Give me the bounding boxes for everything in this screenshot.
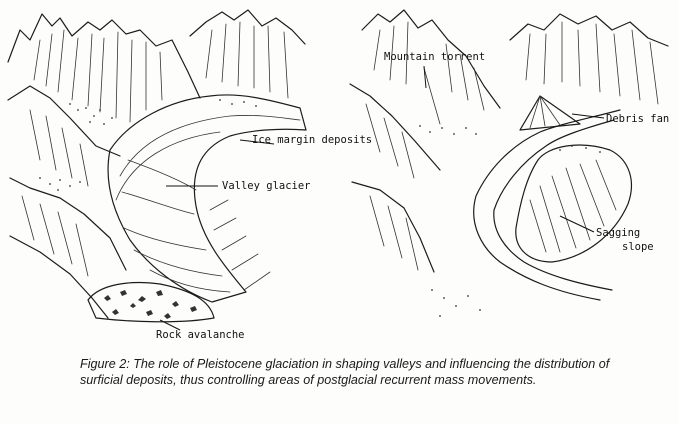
left-lower-slope bbox=[7, 85, 121, 157]
ice-margin-leader bbox=[239, 139, 275, 145]
valley-glacier-outline bbox=[107, 94, 307, 303]
glacier-flow-line bbox=[149, 269, 231, 293]
mountain-torrent-leader bbox=[423, 65, 427, 89]
glacier-flow-line bbox=[127, 159, 197, 191]
sagging-slope-label-line2: slope bbox=[622, 241, 654, 253]
ice-margin-label: Ice margin deposits bbox=[252, 134, 372, 146]
mountain-torrent-channel bbox=[423, 67, 441, 125]
sagging-slope-mass bbox=[515, 144, 632, 263]
left-panel-sketch: Ice margin deposits Valley glacier Rock … bbox=[7, 9, 372, 341]
glacier-flow-line bbox=[123, 227, 207, 251]
sagging-slope-hatching bbox=[529, 159, 617, 253]
river-bank bbox=[493, 119, 615, 291]
rock-avalanche-leader bbox=[159, 319, 181, 331]
left-foreground-slope bbox=[9, 235, 109, 319]
left-mountain-ridge bbox=[7, 13, 201, 99]
debris-fan-label: Debris fan bbox=[606, 113, 669, 125]
left-valley-side bbox=[9, 177, 127, 271]
right-mountain-ridge-left-panel bbox=[189, 9, 306, 45]
glacier-flow-line bbox=[115, 131, 221, 201]
figure-illustration: Ice margin deposits Valley glacier Rock … bbox=[7, 9, 669, 341]
ice-margin-deposit-stipple bbox=[39, 99, 257, 191]
right-mountain-hatching bbox=[365, 21, 659, 271]
debris-fan-leader bbox=[571, 113, 605, 119]
right-panel-right-ridge bbox=[509, 13, 669, 47]
right-panel-left-slope bbox=[349, 83, 441, 171]
river-channel bbox=[473, 109, 621, 301]
glacier-flow-line bbox=[121, 191, 195, 215]
left-mountain-hatching bbox=[21, 21, 289, 291]
sagging-slope-label-line1: Sagging bbox=[596, 227, 640, 239]
right-panel-sketch: Mountain torrent Debris fan Sagging slop… bbox=[349, 9, 669, 317]
valley-glacier-label: Valley glacier bbox=[222, 180, 311, 192]
glacier-flow-line bbox=[133, 249, 223, 277]
figure-caption: Figure 2: The role of Pleistocene glacia… bbox=[80, 357, 610, 387]
right-panel-gully-side bbox=[351, 181, 435, 273]
debris-fan-hatching bbox=[529, 95, 561, 129]
glacier-flow-line bbox=[119, 115, 301, 177]
sagging-slope-leader bbox=[559, 215, 595, 233]
rock-avalanche-label: Rock avalanche bbox=[156, 329, 245, 341]
right-panel-stipple bbox=[419, 125, 601, 317]
rock-avalanche-debris bbox=[87, 281, 215, 323]
debris-fan bbox=[519, 95, 581, 131]
mountain-torrent-label: Mountain torrent bbox=[384, 51, 485, 63]
